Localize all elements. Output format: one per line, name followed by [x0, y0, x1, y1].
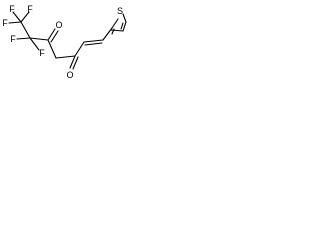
atom-labels: F F F F F O O S: [2, 4, 123, 80]
atom-f-lower-left: F: [10, 34, 16, 44]
bond-c1-c2: [20, 21, 31, 39]
bond-c3-c4: [47, 39, 57, 59]
bond-c6-c7-a: [83, 39, 104, 43]
bond-c3-o-upper-b: [50, 30, 59, 43]
bond-c5-o-lower-a: [69, 55, 76, 69]
bond-ring-c4-c5-double: [120, 22, 124, 30]
molecule-structure-diagram: F F F F F O O S: [2, 4, 127, 80]
bond-c2-f-lower-right: [29, 37, 40, 51]
bond-c1-f-top-left: [12, 11, 22, 23]
bond-ring-c2-s: [111, 18, 119, 29]
bond-c5-c6: [74, 41, 85, 57]
bond-c4-c5: [55, 55, 76, 59]
bond-c5-o-lower-b: [72, 56, 79, 70]
bond-c3-o-upper-a: [47, 28, 56, 41]
bond-c6-c7-b: [84, 42, 103, 46]
bond-s-ring-c5: [122, 13, 127, 23]
bond-ring-c2-c3-double: [111, 28, 115, 35]
atom-f-lower-right: F: [39, 48, 45, 58]
bond-c2-f-lower-left: [16, 37, 31, 40]
bond-c2-c3: [29, 37, 49, 41]
atom-s-ring: S: [117, 6, 123, 16]
bond-c1-f-left: [8, 21, 22, 24]
atom-f-left: F: [2, 18, 8, 28]
atom-o-lower: O: [66, 70, 73, 80]
atom-f-top-left: F: [9, 4, 15, 14]
bonds: [8, 11, 127, 70]
bond-ring-c5-c4: [122, 21, 127, 32]
bond-c1-f-top-right: [20, 11, 30, 23]
atom-f-top-right: F: [27, 4, 33, 14]
atom-o-upper: O: [55, 20, 62, 30]
